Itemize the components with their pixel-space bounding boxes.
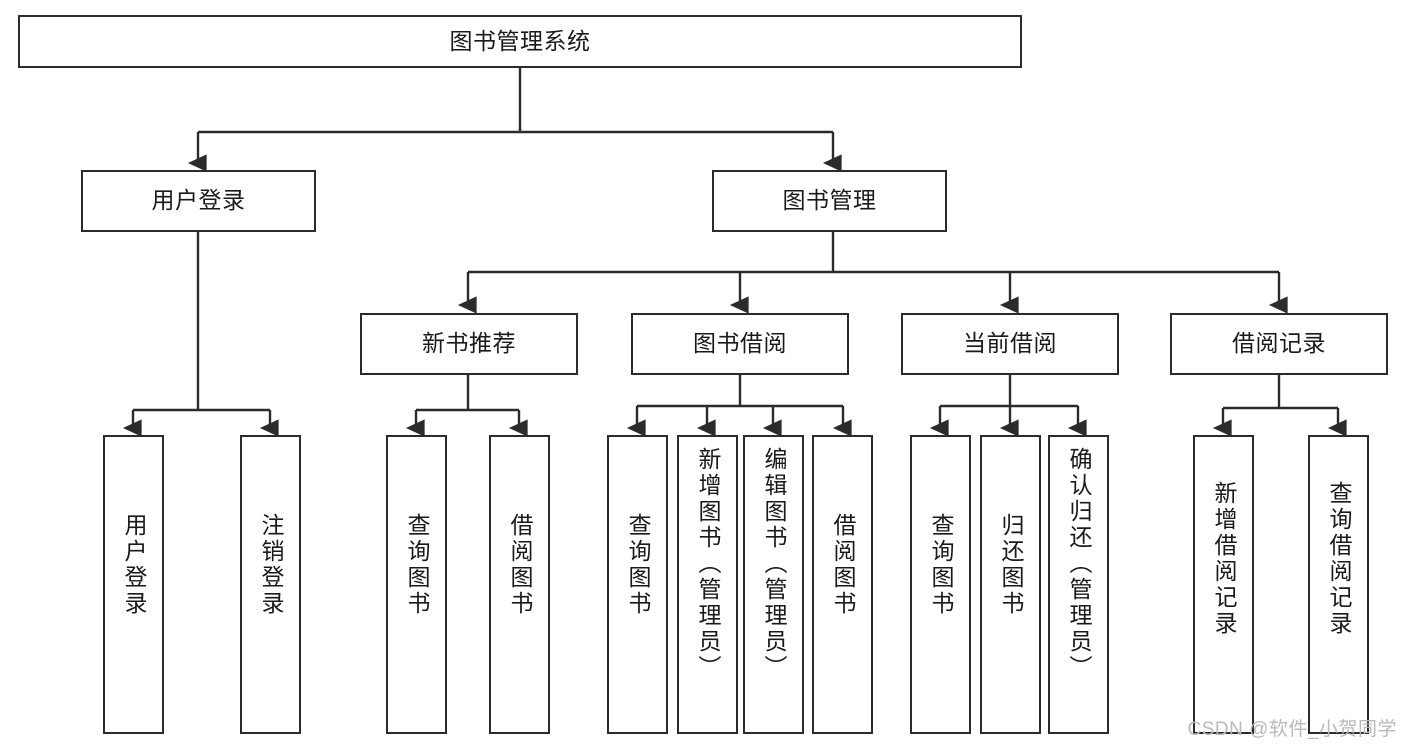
leaf-query-book-3[interactable]: 查询图书 bbox=[910, 435, 971, 734]
node-user-login[interactable]: 用户登录 bbox=[81, 170, 316, 232]
leaf-return-book[interactable]: 归还图书 bbox=[980, 435, 1041, 734]
leaf-query-record[interactable]: 查询借阅记录 bbox=[1308, 435, 1369, 734]
node-root[interactable]: 图书管理系统 bbox=[18, 15, 1022, 68]
leaf-query-book-1-label: 查询图书 bbox=[404, 513, 430, 617]
node-new-book-rec[interactable]: 新书推荐 bbox=[360, 313, 578, 375]
leaf-edit-book[interactable]: 编辑图书（管理员） bbox=[743, 435, 804, 734]
leaf-borrow-book-1-label: 借阅图书 bbox=[507, 513, 533, 617]
leaf-return-book-label: 归还图书 bbox=[998, 513, 1024, 617]
leaf-query-book-1[interactable]: 查询图书 bbox=[386, 435, 447, 734]
node-book-manage[interactable]: 图书管理 bbox=[712, 170, 947, 232]
leaf-confirm-return[interactable]: 确认归还（管理员） bbox=[1048, 435, 1109, 734]
leaf-query-book-2-label: 查询图书 bbox=[625, 513, 651, 617]
watermark: CSDN @软件_小贺同学 bbox=[1187, 719, 1397, 740]
leaf-add-record[interactable]: 新增借阅记录 bbox=[1193, 435, 1254, 734]
leaf-query-book-3-label: 查询图书 bbox=[928, 513, 954, 617]
node-borrow-record-label: 借阅记录 bbox=[1232, 330, 1326, 357]
node-root-label: 图书管理系统 bbox=[449, 27, 591, 54]
leaf-borrow-book-1[interactable]: 借阅图书 bbox=[489, 435, 550, 734]
node-current-borrow-label: 当前借阅 bbox=[963, 330, 1057, 357]
leaf-user-login[interactable]: 用户登录 bbox=[103, 435, 164, 734]
node-book-borrow-label: 图书借阅 bbox=[693, 330, 787, 357]
leaf-add-book[interactable]: 新增图书（管理员） bbox=[677, 435, 738, 734]
node-book-manage-label: 图书管理 bbox=[782, 187, 877, 214]
leaf-borrow-book-2[interactable]: 借阅图书 bbox=[812, 435, 873, 734]
leaf-logout[interactable]: 注销登录 bbox=[240, 435, 301, 734]
leaf-edit-book-label: 编辑图书（管理员） bbox=[761, 447, 787, 681]
node-user-login-label: 用户登录 bbox=[151, 187, 246, 214]
leaf-add-record-label: 新增借阅记录 bbox=[1211, 481, 1237, 637]
leaf-query-book-2[interactable]: 查询图书 bbox=[607, 435, 668, 734]
node-borrow-record[interactable]: 借阅记录 bbox=[1170, 313, 1388, 375]
leaf-logout-label: 注销登录 bbox=[258, 513, 284, 617]
leaf-query-record-label: 查询借阅记录 bbox=[1326, 481, 1352, 637]
leaf-borrow-book-2-label: 借阅图书 bbox=[830, 513, 856, 617]
node-new-book-rec-label: 新书推荐 bbox=[422, 330, 516, 357]
leaf-add-book-label: 新增图书（管理员） bbox=[695, 447, 721, 681]
leaf-confirm-return-label: 确认归还（管理员） bbox=[1066, 447, 1092, 681]
leaf-user-login-label: 用户登录 bbox=[121, 513, 147, 617]
node-book-borrow[interactable]: 图书借阅 bbox=[631, 313, 849, 375]
node-current-borrow[interactable]: 当前借阅 bbox=[901, 313, 1119, 375]
